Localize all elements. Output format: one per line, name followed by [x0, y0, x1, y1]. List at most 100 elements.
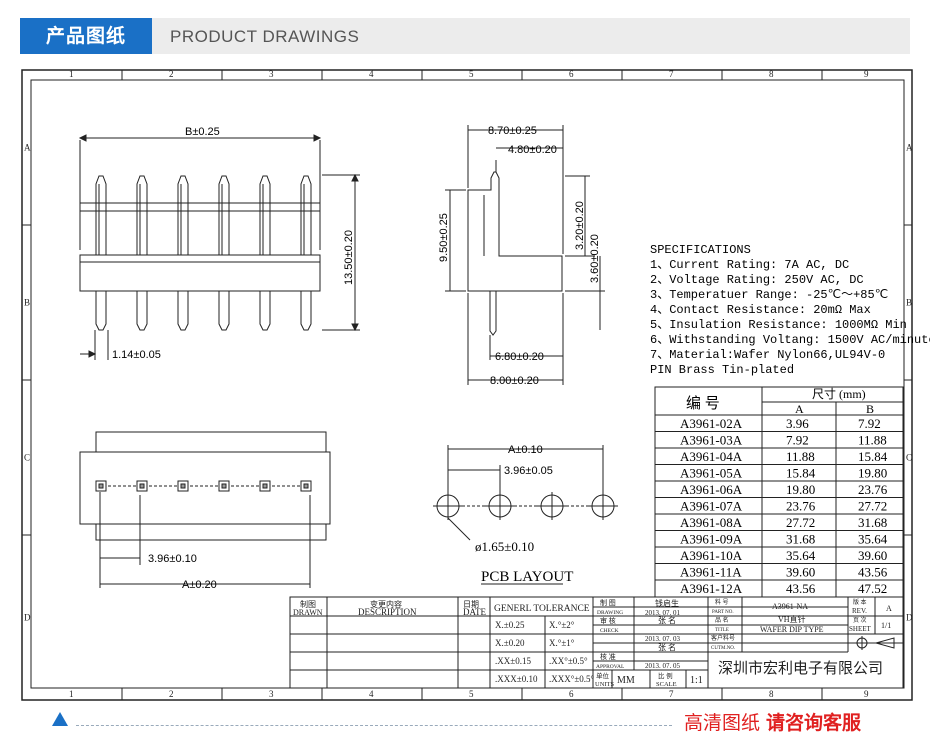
tb-drawn-cn: 制图 [300, 599, 316, 609]
tb-scale-cn: 比 例 [658, 671, 673, 680]
dim-800: 8.00±0.20 [490, 375, 539, 387]
dim-680: 6.80±0.20 [495, 351, 544, 363]
footer-notice: 高清图纸 请咨询客服 [684, 708, 861, 735]
pin [218, 175, 230, 255]
spec-line: 4、Contact Resistance: 20mΩ Max [650, 303, 871, 317]
tb-desc-en: DESCRIPTION [358, 607, 417, 617]
footer-notice-b: 请咨询客服 [766, 712, 862, 734]
spec-line: 7、Material:Wafer Nylon66,UL94V-0 [650, 348, 885, 362]
grid-col-label: 9 [864, 689, 869, 699]
tb-title-2: WAFER DIP TYPE [760, 625, 824, 634]
grid-row-label: A [24, 143, 31, 153]
footer-triangle-icon [52, 712, 68, 726]
pin-tail [95, 291, 107, 331]
tb-company: 深圳市宏利电子有限公司 [718, 660, 883, 677]
grid-row-label: B [906, 298, 912, 308]
grid-row-label: D [24, 613, 31, 623]
tolerance-value: .XXX±0.10 [495, 674, 538, 684]
table-value: 27.72 [786, 515, 815, 530]
tb-title-en: TITLE [715, 628, 729, 633]
grid-col-label: 2 [169, 689, 174, 699]
tb-drawing-name: 钱启生 [655, 598, 679, 608]
grid-row-label: C [24, 453, 30, 463]
dim-396: 3.96±0.05 [504, 465, 553, 477]
grid-col-label: 5 [469, 69, 474, 79]
pin-tail [218, 291, 230, 331]
grid-col-label: 4 [369, 69, 374, 79]
tolerance-value: X.±0.25 [495, 620, 525, 630]
tb-drawing-date: 2013. 07. 01 [645, 609, 681, 617]
tb-drawn-en: DRAWN [293, 608, 323, 617]
table-value: 7.92 [858, 416, 881, 431]
tb-title-cn: 品 名 [715, 616, 729, 624]
table-value: 39.60 [786, 565, 815, 580]
tbl-h-b: B [866, 402, 874, 416]
tb-sheet: 1/1 [881, 621, 891, 630]
tb-tolerance: GENERL TOLERANCE [494, 604, 590, 614]
footer-divider [76, 725, 672, 726]
tb-rev: A [886, 604, 892, 613]
title-block [289, 596, 904, 689]
pcb-layout-label: PCB LAYOUT [481, 569, 573, 585]
dim-320: 3.20±0.20 [574, 201, 586, 250]
table-value: 43.56 [786, 581, 816, 596]
table-value: 35.64 [786, 548, 816, 563]
table-value: 39.60 [858, 548, 887, 563]
tb-cust-en: CUTM.NO. [711, 646, 735, 651]
grid-col-label: 7 [669, 69, 674, 79]
table-code: A3961-05A [680, 466, 743, 481]
pin-square [95, 480, 107, 492]
grid-col-label: 4 [369, 689, 374, 699]
tolerance-value: .XX°±0.5° [549, 656, 588, 666]
tb-approval-date: 2013. 07. 05 [645, 662, 681, 670]
table-code: A3961-06A [680, 482, 743, 497]
pin-square [218, 480, 230, 492]
table-value: 15.84 [858, 449, 888, 464]
tb-units-cn: 单位 [596, 671, 610, 680]
footer-notice-a: 高清图纸 [684, 712, 767, 734]
table-value: 19.80 [858, 466, 887, 481]
tb-check-en: CHECK [600, 628, 619, 634]
grid-row-label: D [906, 613, 913, 623]
pin-square [177, 480, 189, 492]
size-table [654, 386, 904, 598]
grid-col-label: 6 [569, 689, 574, 699]
tbl-h-a: A [795, 402, 804, 416]
pin [95, 175, 107, 255]
dim-b-width: B±0.25 [185, 126, 220, 138]
pin-square [300, 480, 312, 492]
table-code: A3961-10A [680, 548, 743, 563]
grid-col-label: 9 [864, 69, 869, 79]
tbl-h-code: 编 号 [686, 395, 720, 412]
grid-col-label: 8 [769, 69, 774, 79]
tb-units: MM [617, 675, 635, 686]
grid-col-label: 5 [469, 689, 474, 699]
table-code: A3961-09A [680, 532, 743, 547]
tb-title-1: VH直针 [778, 614, 806, 624]
tb-rev-cn: 版 本 [853, 598, 867, 606]
tbl-h-size: 尺寸 (mm) [812, 387, 866, 401]
tolerance-value: X.°±2° [549, 620, 575, 630]
tb-part-en: PART NO. [712, 610, 734, 615]
pin-square [259, 480, 271, 492]
pin-tail [259, 291, 271, 331]
tb-scale-en: SCALE [656, 681, 677, 688]
dim-396b: 3.96±0.10 [148, 553, 197, 565]
tb-drawing-en: DRAWING [597, 610, 623, 616]
tb-approval-cn: 核 准 [600, 652, 616, 661]
pin-tail [300, 291, 312, 331]
spec-line: 2、Voltage Rating: 250V AC, DC [650, 273, 864, 287]
table-value: 23.76 [786, 499, 816, 514]
dim-a020: A±0.20 [182, 579, 217, 591]
tolerance-value: X.±0.20 [495, 638, 525, 648]
table-code: A3961-03A [680, 433, 743, 448]
pin [300, 175, 312, 255]
grid-row-label: B [24, 298, 30, 308]
tb-scale: 1:1 [690, 675, 703, 686]
dim-950: 9.50±0.25 [438, 213, 450, 262]
table-code: A3961-07A [680, 499, 743, 514]
spec-line: 3、Temperatuer Range: -25℃～+85℃ [650, 288, 888, 302]
grid-row-label: C [906, 453, 912, 463]
table-code: A3961-02A [680, 416, 743, 431]
header-subtitle: PRODUCT DRAWINGS [170, 27, 360, 46]
